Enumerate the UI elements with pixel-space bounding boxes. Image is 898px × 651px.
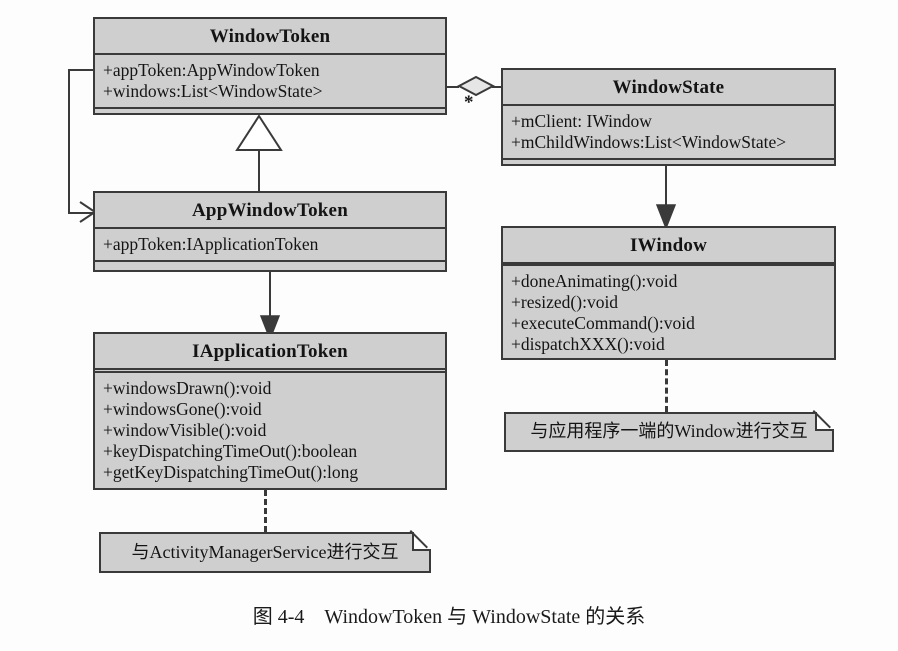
edge-windowtoken-to-appwindowtoken-bottom [68,212,95,214]
class-title-app-window-token: AppWindowToken [95,193,445,229]
class-member: +windowsGone():void [103,399,262,419]
class-box-iapplication-token[interactable]: IApplicationToken +windowsDrawn():void +… [93,332,447,490]
class-attributes-window-state: +mClient: IWindow +mChildWindows:List<Wi… [503,106,834,160]
edge-windowtoken-to-windowstate-left [447,86,459,88]
edge-windowtoken-to-windowstate-right [492,86,502,88]
class-methods-app-window-token [95,262,445,270]
class-member: +doneAnimating():void [511,271,678,291]
class-member: +windowsDrawn():void [103,378,272,398]
edge-windowtoken-to-appwindowtoken-left [68,69,70,214]
note-box-iwindow[interactable]: 与应用程序一端的Window进行交互 [504,412,834,452]
class-box-app-window-token[interactable]: AppWindowToken +appToken:IApplicationTok… [93,191,447,272]
class-attributes-iwindow [503,264,834,266]
edge-appwindowtoken-generalization-shaft [258,145,260,191]
edge-iapplicationtoken-to-note-dashed [264,490,267,532]
class-attributes-app-window-token: +appToken:IApplicationToken [95,229,445,262]
edge-iwindow-to-note-dashed [665,360,668,412]
multiplicity-label-windowstate: * [464,92,474,113]
class-member: +resized():void [511,292,619,312]
edge-windowtoken-to-appwindowtoken-top [68,69,95,71]
class-title-iapplication-token: IApplicationToken [95,334,445,370]
note-text: 与ActivityManagerService进行交互 [131,541,399,562]
class-member: +appToken:IApplicationToken [103,234,319,254]
class-member: +executeCommand():void [511,313,695,333]
class-box-window-token[interactable]: WindowToken +appToken:AppWindowToken +wi… [93,17,447,115]
class-attributes-iapplication-token [95,370,445,373]
note-fold-corner-icon [412,532,431,551]
class-title-window-token: WindowToken [95,19,445,55]
class-title-window-state: WindowState [503,70,834,106]
figure-caption: 图 4-4 WindowToken 与 WindowState 的关系 [252,606,646,628]
note-text: 与应用程序一端的Window进行交互 [530,421,808,442]
class-box-window-state[interactable]: WindowState +mClient: IWindow +mChildWin… [501,68,836,166]
class-member: +keyDispatchingTimeOut():boolean [103,441,358,461]
edge-appwindowtoken-to-iapplicationtoken [269,272,271,330]
class-methods-iapplication-token: +windowsDrawn():void +windowsGone():void… [95,373,445,488]
edge-windowstate-to-iwindow [665,165,667,219]
note-box-iapplication-token[interactable]: 与ActivityManagerService进行交互 [99,532,431,573]
note-fold-corner-icon [815,412,834,431]
class-member: +windowVisible():void [103,420,267,440]
class-member: +mClient: IWindow [511,111,652,131]
class-member: +mChildWindows:List<WindowState> [511,132,787,152]
class-member: +appToken:AppWindowToken [103,60,320,80]
class-title-iwindow: IWindow [503,228,834,264]
class-methods-window-state [503,160,834,164]
class-member: +windows:List<WindowState> [103,81,323,101]
class-member: +dispatchXXX():void [511,334,665,354]
class-member: +getKeyDispatchingTimeOut():long [103,462,359,482]
class-attributes-window-token: +appToken:AppWindowToken +windows:List<W… [95,55,445,109]
class-methods-window-token [95,109,445,113]
class-methods-iwindow: +doneAnimating():void +resized():void +e… [503,266,834,360]
class-box-iwindow[interactable]: IWindow +doneAnimating():void +resized()… [501,226,836,360]
